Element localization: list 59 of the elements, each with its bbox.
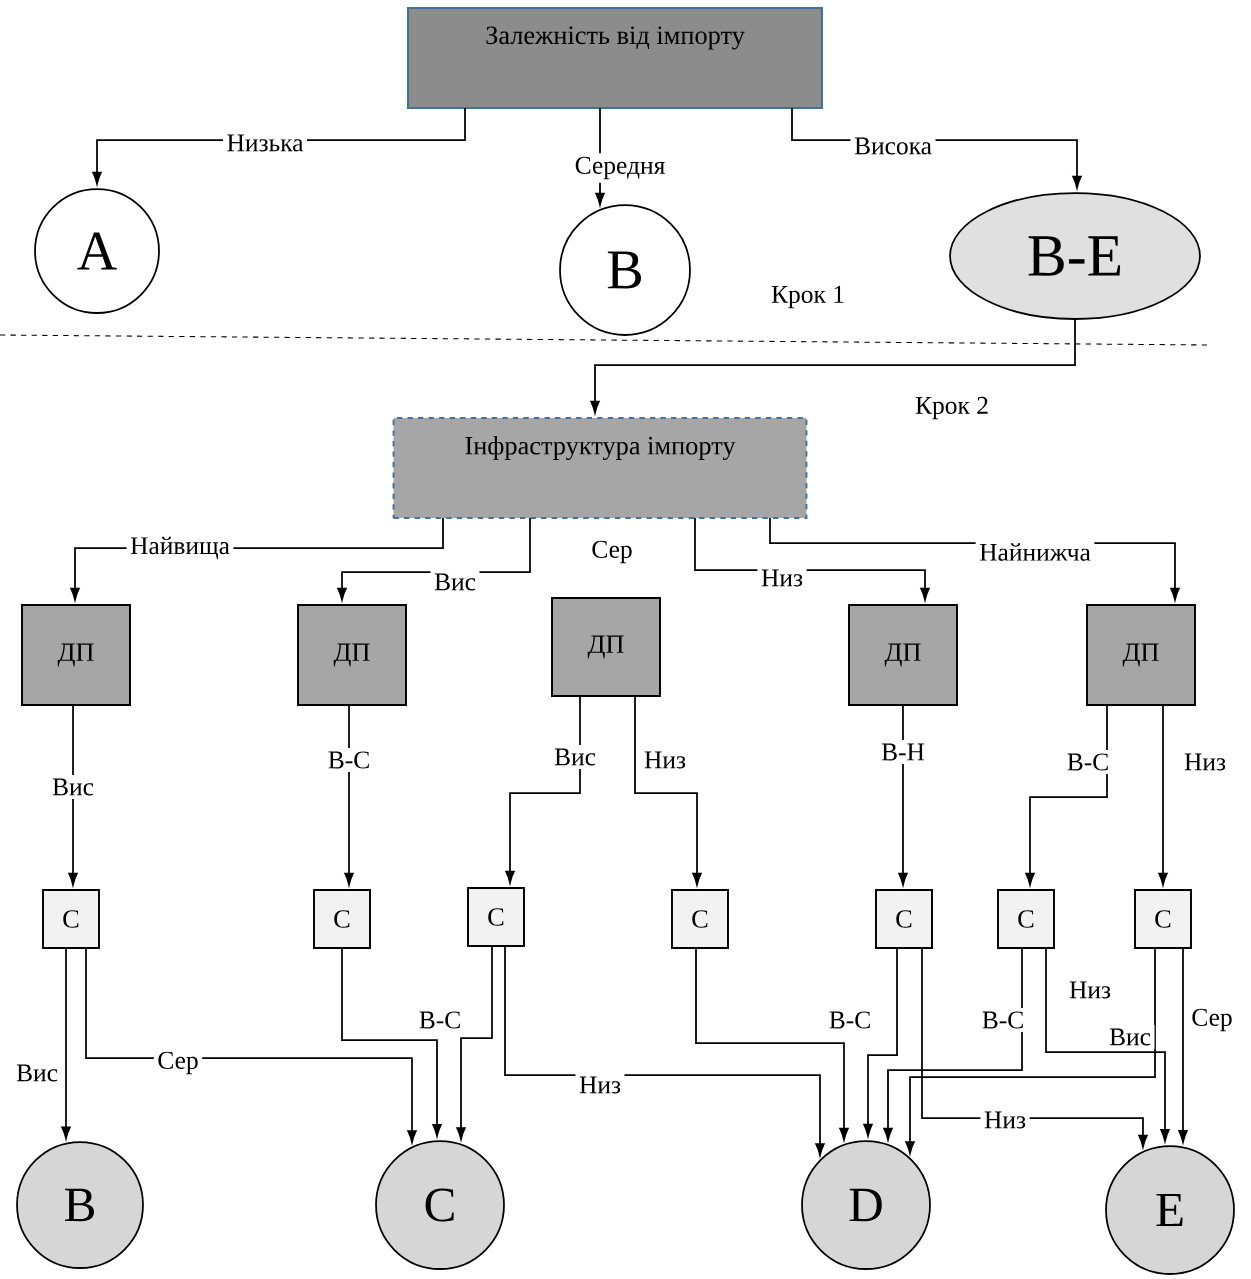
small-box: C xyxy=(1134,889,1192,949)
arrow xyxy=(1158,704,1168,886)
arrow xyxy=(68,704,78,886)
arrow xyxy=(504,945,825,1156)
arrow xyxy=(344,704,354,886)
edge-label: Найвища xyxy=(126,533,234,563)
arrow xyxy=(898,704,908,886)
edge-label: Низ xyxy=(1065,978,1115,1002)
small-box: C xyxy=(875,889,933,949)
edge-label: В-С xyxy=(825,1007,875,1033)
edge-label: Низ xyxy=(757,566,807,590)
arrow xyxy=(695,947,849,1141)
edge-label: Низ xyxy=(980,1108,1030,1132)
edge-label: Вис xyxy=(430,570,480,594)
arrow xyxy=(634,695,702,886)
square-box: ДП xyxy=(551,597,661,697)
arrow xyxy=(590,318,1076,414)
arrow xyxy=(505,695,581,884)
arrow xyxy=(1045,947,1170,1142)
step-label: Крок 2 xyxy=(915,396,988,420)
small-box: C xyxy=(467,887,525,947)
arrow xyxy=(341,947,442,1137)
arrow xyxy=(863,947,898,1137)
edge-label: Низ xyxy=(1180,750,1230,774)
edge-label: Середня xyxy=(571,153,669,183)
arrow xyxy=(456,945,493,1140)
edge-label: Низ xyxy=(575,1073,625,1097)
arrow xyxy=(85,947,417,1143)
arrow xyxy=(1178,947,1188,1143)
small-box: C xyxy=(997,889,1055,949)
edge-label: Сер xyxy=(1187,1005,1237,1035)
dashed-box: Інфраструктура імпорту xyxy=(392,417,808,519)
edge-label: В-С xyxy=(1063,749,1113,775)
square-box: ДП xyxy=(848,604,958,706)
edge-label: Вис xyxy=(1105,1025,1155,1049)
arrow xyxy=(61,947,71,1140)
square-box: ДП xyxy=(1086,604,1196,706)
step-label: Сер xyxy=(592,540,632,564)
edge-label: Вис xyxy=(12,1061,62,1085)
edge-label: В-С xyxy=(978,1007,1028,1033)
square-box: ДП xyxy=(297,604,407,706)
edge-label: Сер xyxy=(153,1048,203,1078)
square-box: ДП xyxy=(21,604,131,706)
edge-label: Висока xyxy=(850,134,936,158)
edge-label: В-С xyxy=(415,1007,465,1033)
edge-label: Вис xyxy=(48,775,98,799)
step-label: Крок 1 xyxy=(771,285,844,309)
arrow xyxy=(883,947,1023,1141)
box-with-heading: Залежність від імпорту xyxy=(407,6,823,110)
edge-label: В-С xyxy=(324,747,374,773)
arrow xyxy=(1025,704,1108,886)
small-box: C xyxy=(42,889,100,949)
edge-label: Низ xyxy=(640,748,690,772)
edge-label: В-Н xyxy=(877,740,929,764)
small-box: C xyxy=(671,889,729,949)
edge-label: Найнижча xyxy=(975,539,1095,565)
edge-label: Низька xyxy=(223,131,307,155)
small-box: C xyxy=(313,889,371,949)
edge-label: Вис xyxy=(550,745,600,769)
